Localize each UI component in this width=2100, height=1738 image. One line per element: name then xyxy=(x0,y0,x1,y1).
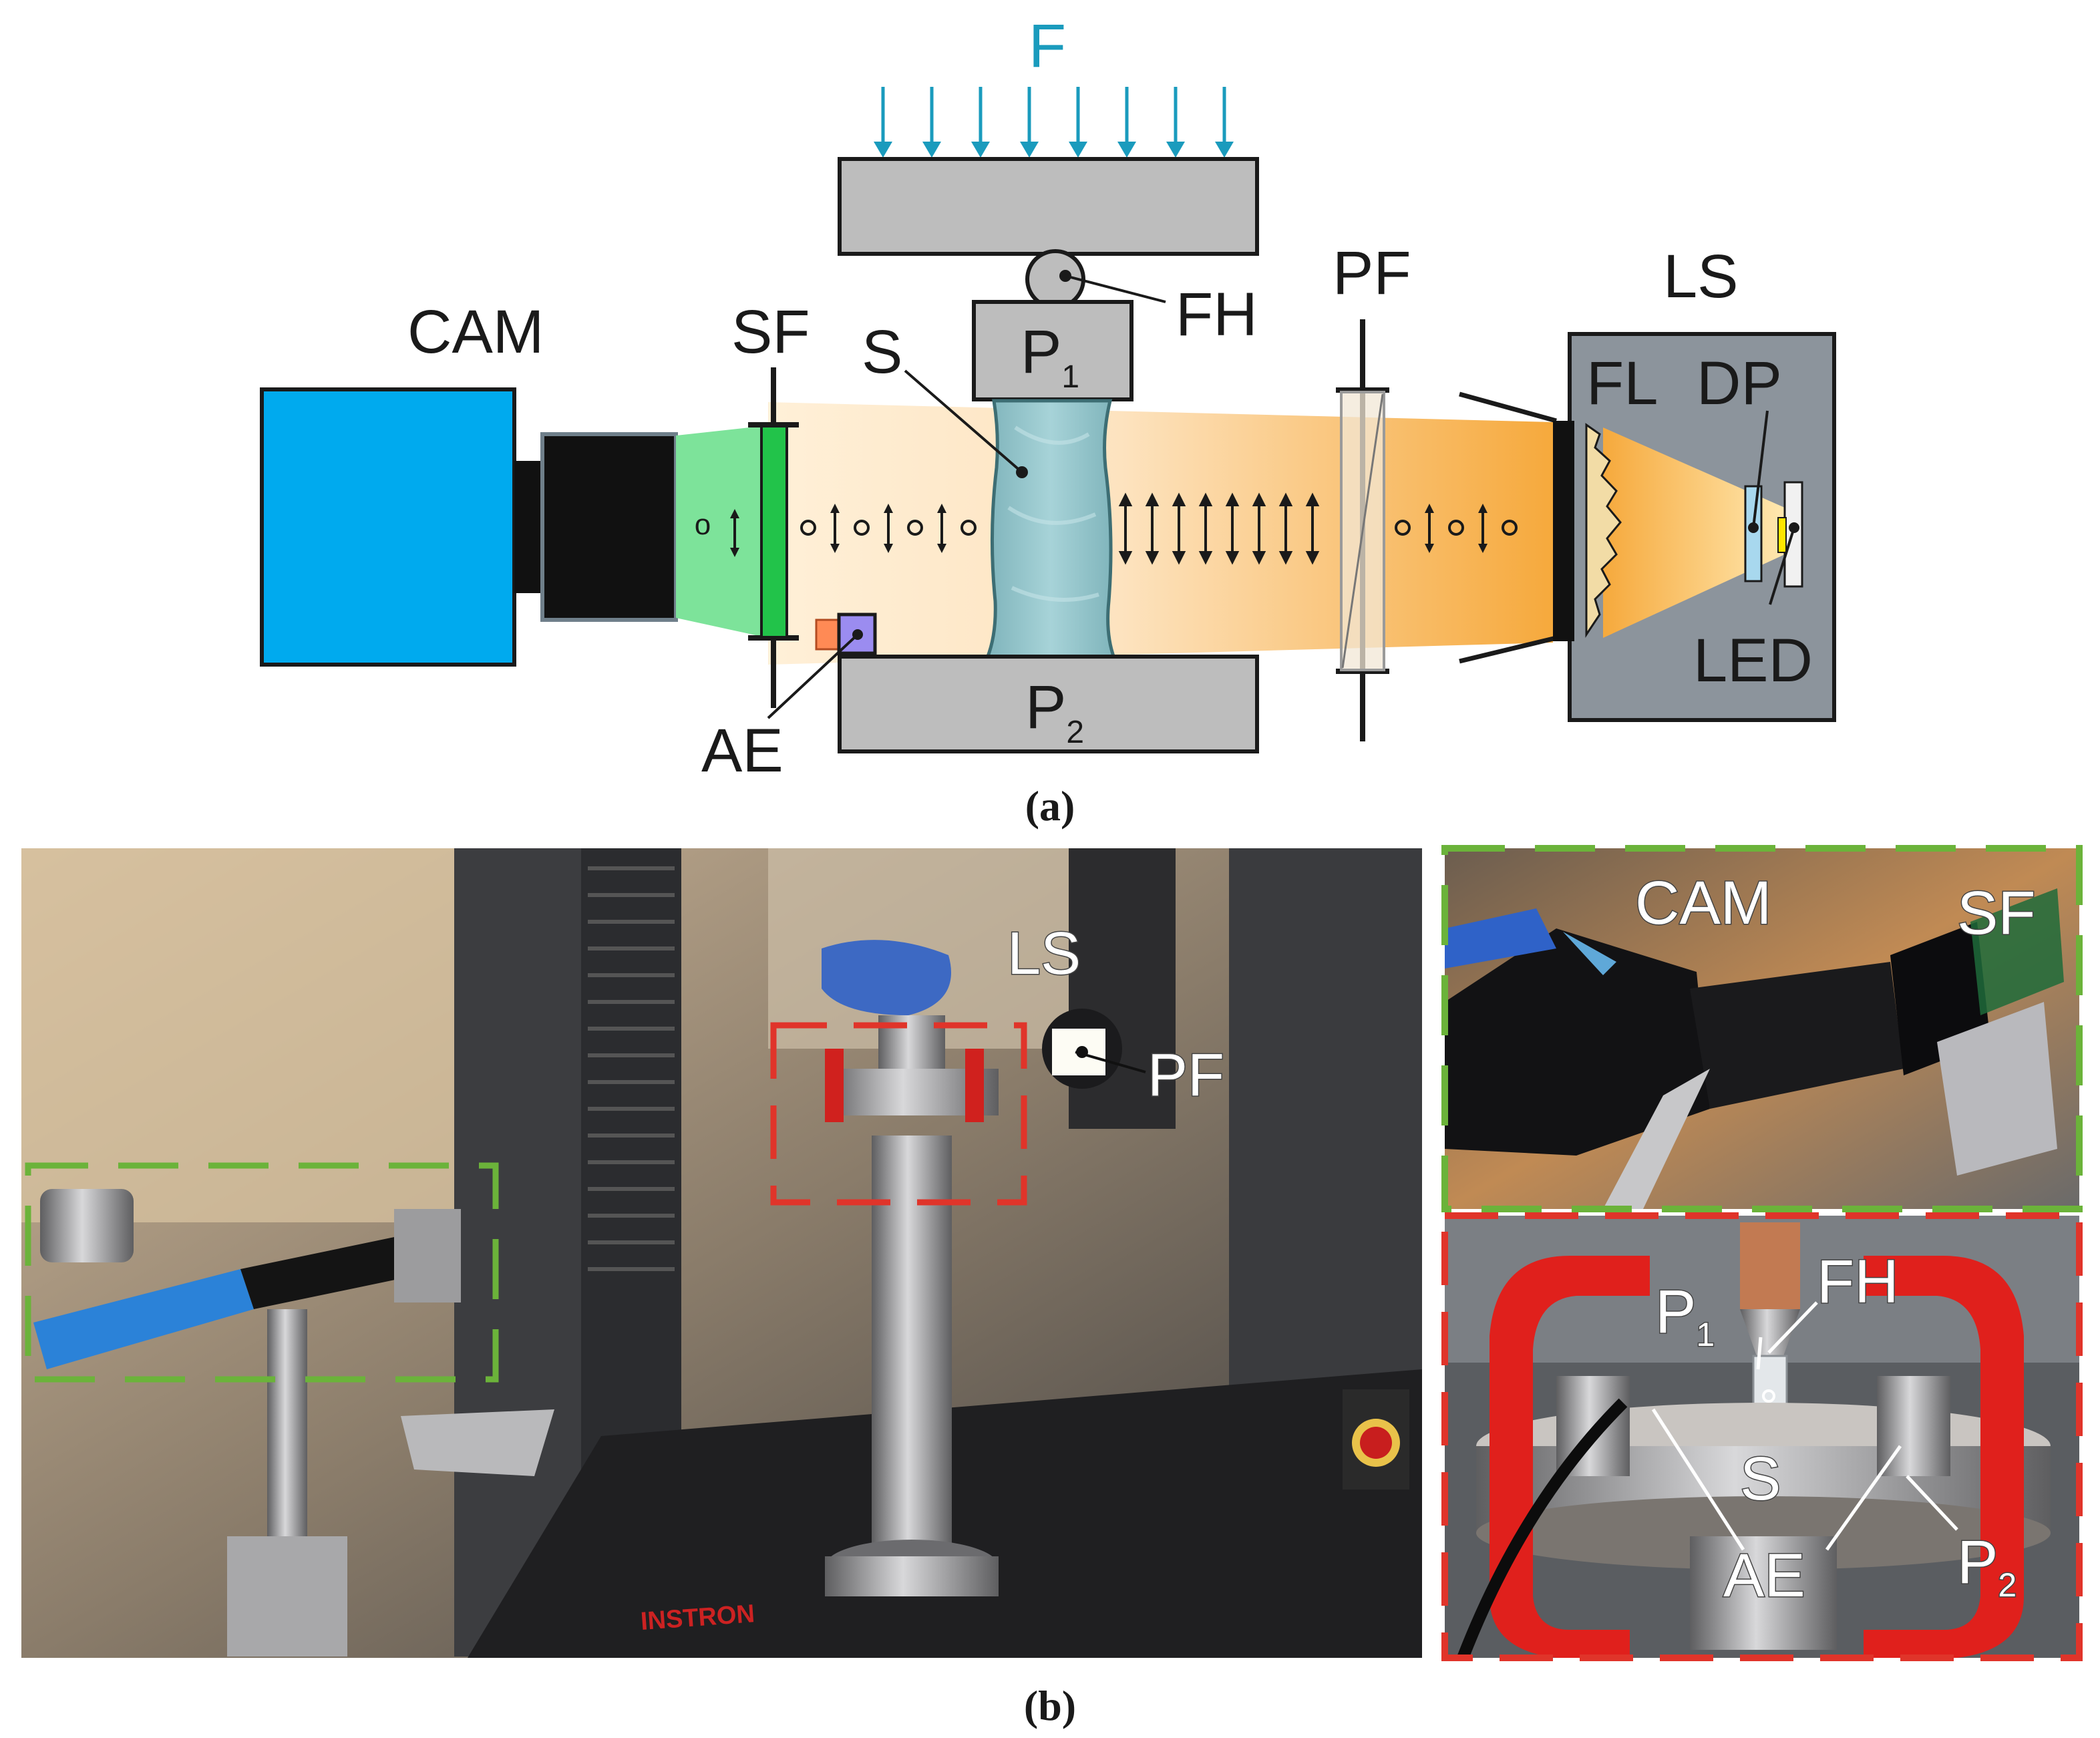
camera-body xyxy=(260,387,516,667)
camera-label: CAM xyxy=(407,298,544,366)
spectral-filter xyxy=(760,425,788,639)
lens-label: FL xyxy=(1586,349,1658,417)
inset-sample: P1 FH S AE P2 xyxy=(1441,1212,2083,1661)
diffuser-plate xyxy=(1744,485,1763,582)
led-board xyxy=(1783,481,1803,588)
light-cone xyxy=(1603,427,1785,638)
inset-acoustic-label: AE xyxy=(1723,1542,1805,1610)
inset-holder-label: FH xyxy=(1817,1248,1899,1316)
caption-a: (a) xyxy=(1025,782,1075,830)
sample-label: S xyxy=(862,318,902,386)
photo-main: INSTRON LS PF xyxy=(21,848,1422,1658)
camera-mount xyxy=(514,461,542,593)
caption-b: (b) xyxy=(1024,1682,1076,1729)
inset-camera: CAM SF xyxy=(1441,845,2083,1212)
svg-text:o: o xyxy=(695,508,711,541)
diffuser-label: DP xyxy=(1697,349,1782,417)
top-platen xyxy=(972,300,1133,401)
camera-inset-border xyxy=(1441,845,2083,1212)
bottom-platen xyxy=(838,655,1259,753)
acoustic-label: AE xyxy=(701,717,783,785)
polarizer-label: PF xyxy=(1333,239,1411,307)
holder-label: FH xyxy=(1176,281,1258,349)
force-arrows xyxy=(874,87,1234,158)
spectral-filter-label: SF xyxy=(731,298,810,366)
sample-inset-border xyxy=(1441,1212,2083,1661)
led-label: LED xyxy=(1693,627,1813,695)
photo-light-source-label: LS xyxy=(1007,920,1081,987)
inset-p2-label: P2 xyxy=(1957,1528,2017,1604)
polarization-marks-left xyxy=(800,508,977,549)
schematic-panel: F FH P1 S xyxy=(260,12,1836,785)
light-source-label: LS xyxy=(1663,242,1739,311)
sample-highlight-box xyxy=(770,1022,1027,1206)
light-source-aperture xyxy=(1553,421,1574,641)
light-beam xyxy=(768,402,1553,665)
polarization-marks-middle xyxy=(1118,492,1320,565)
inset-camera-label: CAM xyxy=(1635,869,1771,937)
camera-lens xyxy=(540,432,678,622)
platen-top-label: P1 xyxy=(1021,318,1079,395)
acoustic-sensor-orange xyxy=(815,619,840,651)
top-crosshead xyxy=(838,157,1259,256)
filter-cone xyxy=(676,425,768,638)
photo-polarizer-label: PF xyxy=(1148,1042,1224,1109)
inset-filter-label: SF xyxy=(1957,879,2036,947)
camera-highlight-box xyxy=(25,1162,499,1383)
inset-p1-label: P1 xyxy=(1655,1278,1715,1353)
force-label: F xyxy=(1029,12,1066,80)
led-chip xyxy=(1777,517,1787,553)
inset-sample-label: S xyxy=(1740,1445,1781,1513)
sample xyxy=(985,399,1117,660)
fresnel-lens xyxy=(1585,423,1622,638)
platen-bottom-label: P2 xyxy=(1025,673,1084,750)
polarization-marks-right xyxy=(1395,508,1518,549)
